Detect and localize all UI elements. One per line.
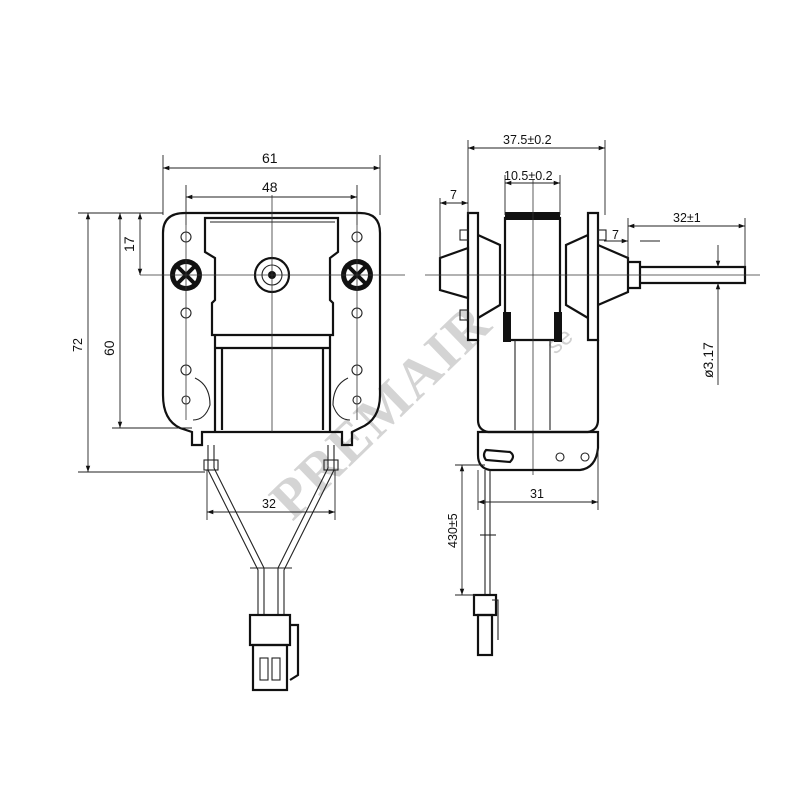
dim-top-offset: 17: [121, 236, 137, 252]
dim-flange: 7: [450, 188, 457, 202]
front-coil-bracket: [213, 335, 332, 432]
side-hole: [580, 452, 590, 462]
dim-shaft-step: 7: [612, 228, 619, 242]
dim-overall-height: 72: [71, 338, 85, 352]
side-core-stack: [503, 216, 562, 342]
side-nub: [459, 229, 469, 241]
dim-overall-width: 61: [262, 150, 278, 166]
side-base-bracket: [476, 430, 600, 472]
dim-shaft-diameter: ø3.17: [700, 342, 716, 378]
side-coil-body: [476, 340, 600, 434]
side-slot: [482, 448, 515, 464]
dim-lead-length: 430±5: [446, 513, 460, 548]
dim-hole-height: 60: [101, 340, 117, 356]
side-lead-wire: [484, 470, 491, 595]
side-nub: [597, 229, 607, 241]
dim-core-width: 10.5±0.2: [504, 169, 553, 183]
front-connector: [248, 613, 300, 692]
side-hole: [555, 452, 565, 462]
side-right-flange: [586, 211, 600, 342]
side-coil-lines: [514, 340, 551, 430]
front-stator-core: [203, 216, 340, 337]
front-view: 61 48 72 60 17 32: [71, 150, 405, 692]
side-core-top: [505, 212, 560, 220]
dim-hole-spacing: 48: [262, 179, 278, 195]
dim-overall-depth: 37.5±0.2: [503, 133, 552, 147]
dim-base-length: 31: [530, 487, 544, 501]
front-left-bump: [192, 377, 211, 421]
side-view: 37.5±0.2 10.5±0.2 7 32±1 7 ø3.17 430±5 3…: [425, 133, 760, 657]
side-core-left-band: [503, 312, 511, 342]
side-connector: [472, 593, 499, 657]
side-core-right-band: [554, 312, 562, 342]
side-nub: [459, 309, 469, 321]
front-right-bump: [332, 377, 351, 421]
front-lead-wires: [203, 445, 339, 615]
dim-shaft-length: 32±1: [673, 211, 701, 225]
dim-bracket-width: 32: [262, 497, 276, 511]
